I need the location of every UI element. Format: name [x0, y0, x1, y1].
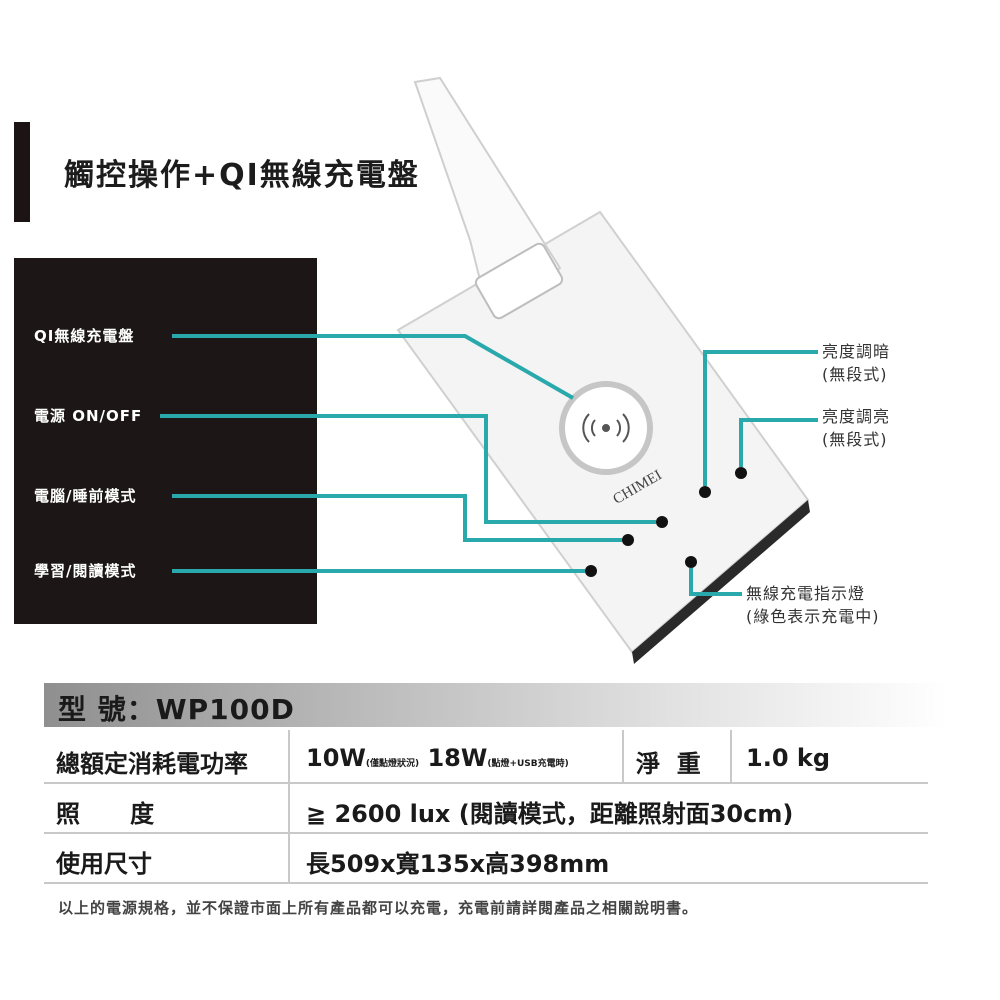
- size-label: 使用尺寸: [56, 850, 152, 878]
- label-dim-line2: (無段式): [822, 365, 888, 384]
- lamp-base-edge: [632, 500, 810, 664]
- charge-indicator-dot: [685, 556, 697, 568]
- label-qi-charger: QI無線充電盤: [34, 327, 135, 345]
- lamp-hinge: [474, 242, 564, 320]
- pc-mode-button-dot: [622, 534, 634, 546]
- label-bright-line1: 亮度調亮: [822, 407, 891, 426]
- table-divider: [44, 882, 928, 884]
- model-header-bar: [44, 683, 949, 727]
- power-button-dot: [656, 516, 668, 528]
- model-value: WP100D: [155, 693, 295, 726]
- footnote: 以上的電源規格，並不保證市面上所有產品都可以充電，充電前請詳閱產品之相關說明書。: [58, 899, 699, 917]
- power-note-2: (點燈+USB充電時): [487, 759, 569, 769]
- label-bright: 亮度調亮 (無段式): [822, 405, 890, 451]
- label-dim: 亮度調暗 (無段式): [822, 340, 890, 386]
- size-value: 長509x寬135x高398mm: [306, 850, 610, 878]
- dim-button-dot: [699, 486, 711, 498]
- power-note-1: (僅點燈狀況): [365, 759, 420, 769]
- title-accent-bar: [14, 122, 30, 222]
- label-indicator-line1: 無線充電指示燈: [746, 584, 866, 603]
- power-value-1: 10W: [306, 744, 366, 772]
- table-column-divider: [622, 730, 624, 782]
- weight-label: 淨 重: [636, 750, 701, 778]
- table-column-divider: [288, 730, 290, 882]
- label-bright-line2: (無段式): [822, 430, 888, 449]
- label-pc-mode: 電腦/睡前模式: [34, 487, 137, 505]
- label-charge-indicator: 無線充電指示燈 (綠色表示充電中): [746, 582, 880, 628]
- label-indicator-line2: (綠色表示充電中): [746, 607, 880, 626]
- page-title: 觸控操作+QI無線充電盤: [64, 158, 420, 193]
- table-column-divider: [730, 730, 732, 782]
- label-power: 電源 ON/OFF: [34, 407, 143, 425]
- leader-lines: [160, 334, 818, 596]
- table-divider: [44, 832, 928, 834]
- feature-panel: [14, 258, 317, 624]
- model-line: 型 號：WP100D: [58, 688, 295, 728]
- lamp-illustration: CHIMEI: [160, 76, 818, 664]
- wireless-charging-icon: [582, 413, 630, 443]
- study-mode-button-dot: [585, 565, 597, 577]
- bright-button-dot: [735, 467, 747, 479]
- power-label: 總額定消耗電功率: [56, 750, 248, 778]
- label-dim-line1: 亮度調暗: [822, 342, 891, 361]
- lux-value: ≧ 2600 lux (閱讀模式，距離照射面30cm): [306, 800, 794, 828]
- power-value: 10W(僅點燈狀況) 18W(點燈+USB充電時): [306, 744, 569, 772]
- power-value-2: 18W: [427, 744, 488, 772]
- lux-label: 照 度: [56, 800, 155, 828]
- model-label: 型 號：: [58, 693, 156, 726]
- label-study-mode: 學習/閱讀模式: [34, 562, 137, 580]
- weight-value: 1.0 kg: [746, 744, 831, 772]
- table-divider: [44, 782, 928, 784]
